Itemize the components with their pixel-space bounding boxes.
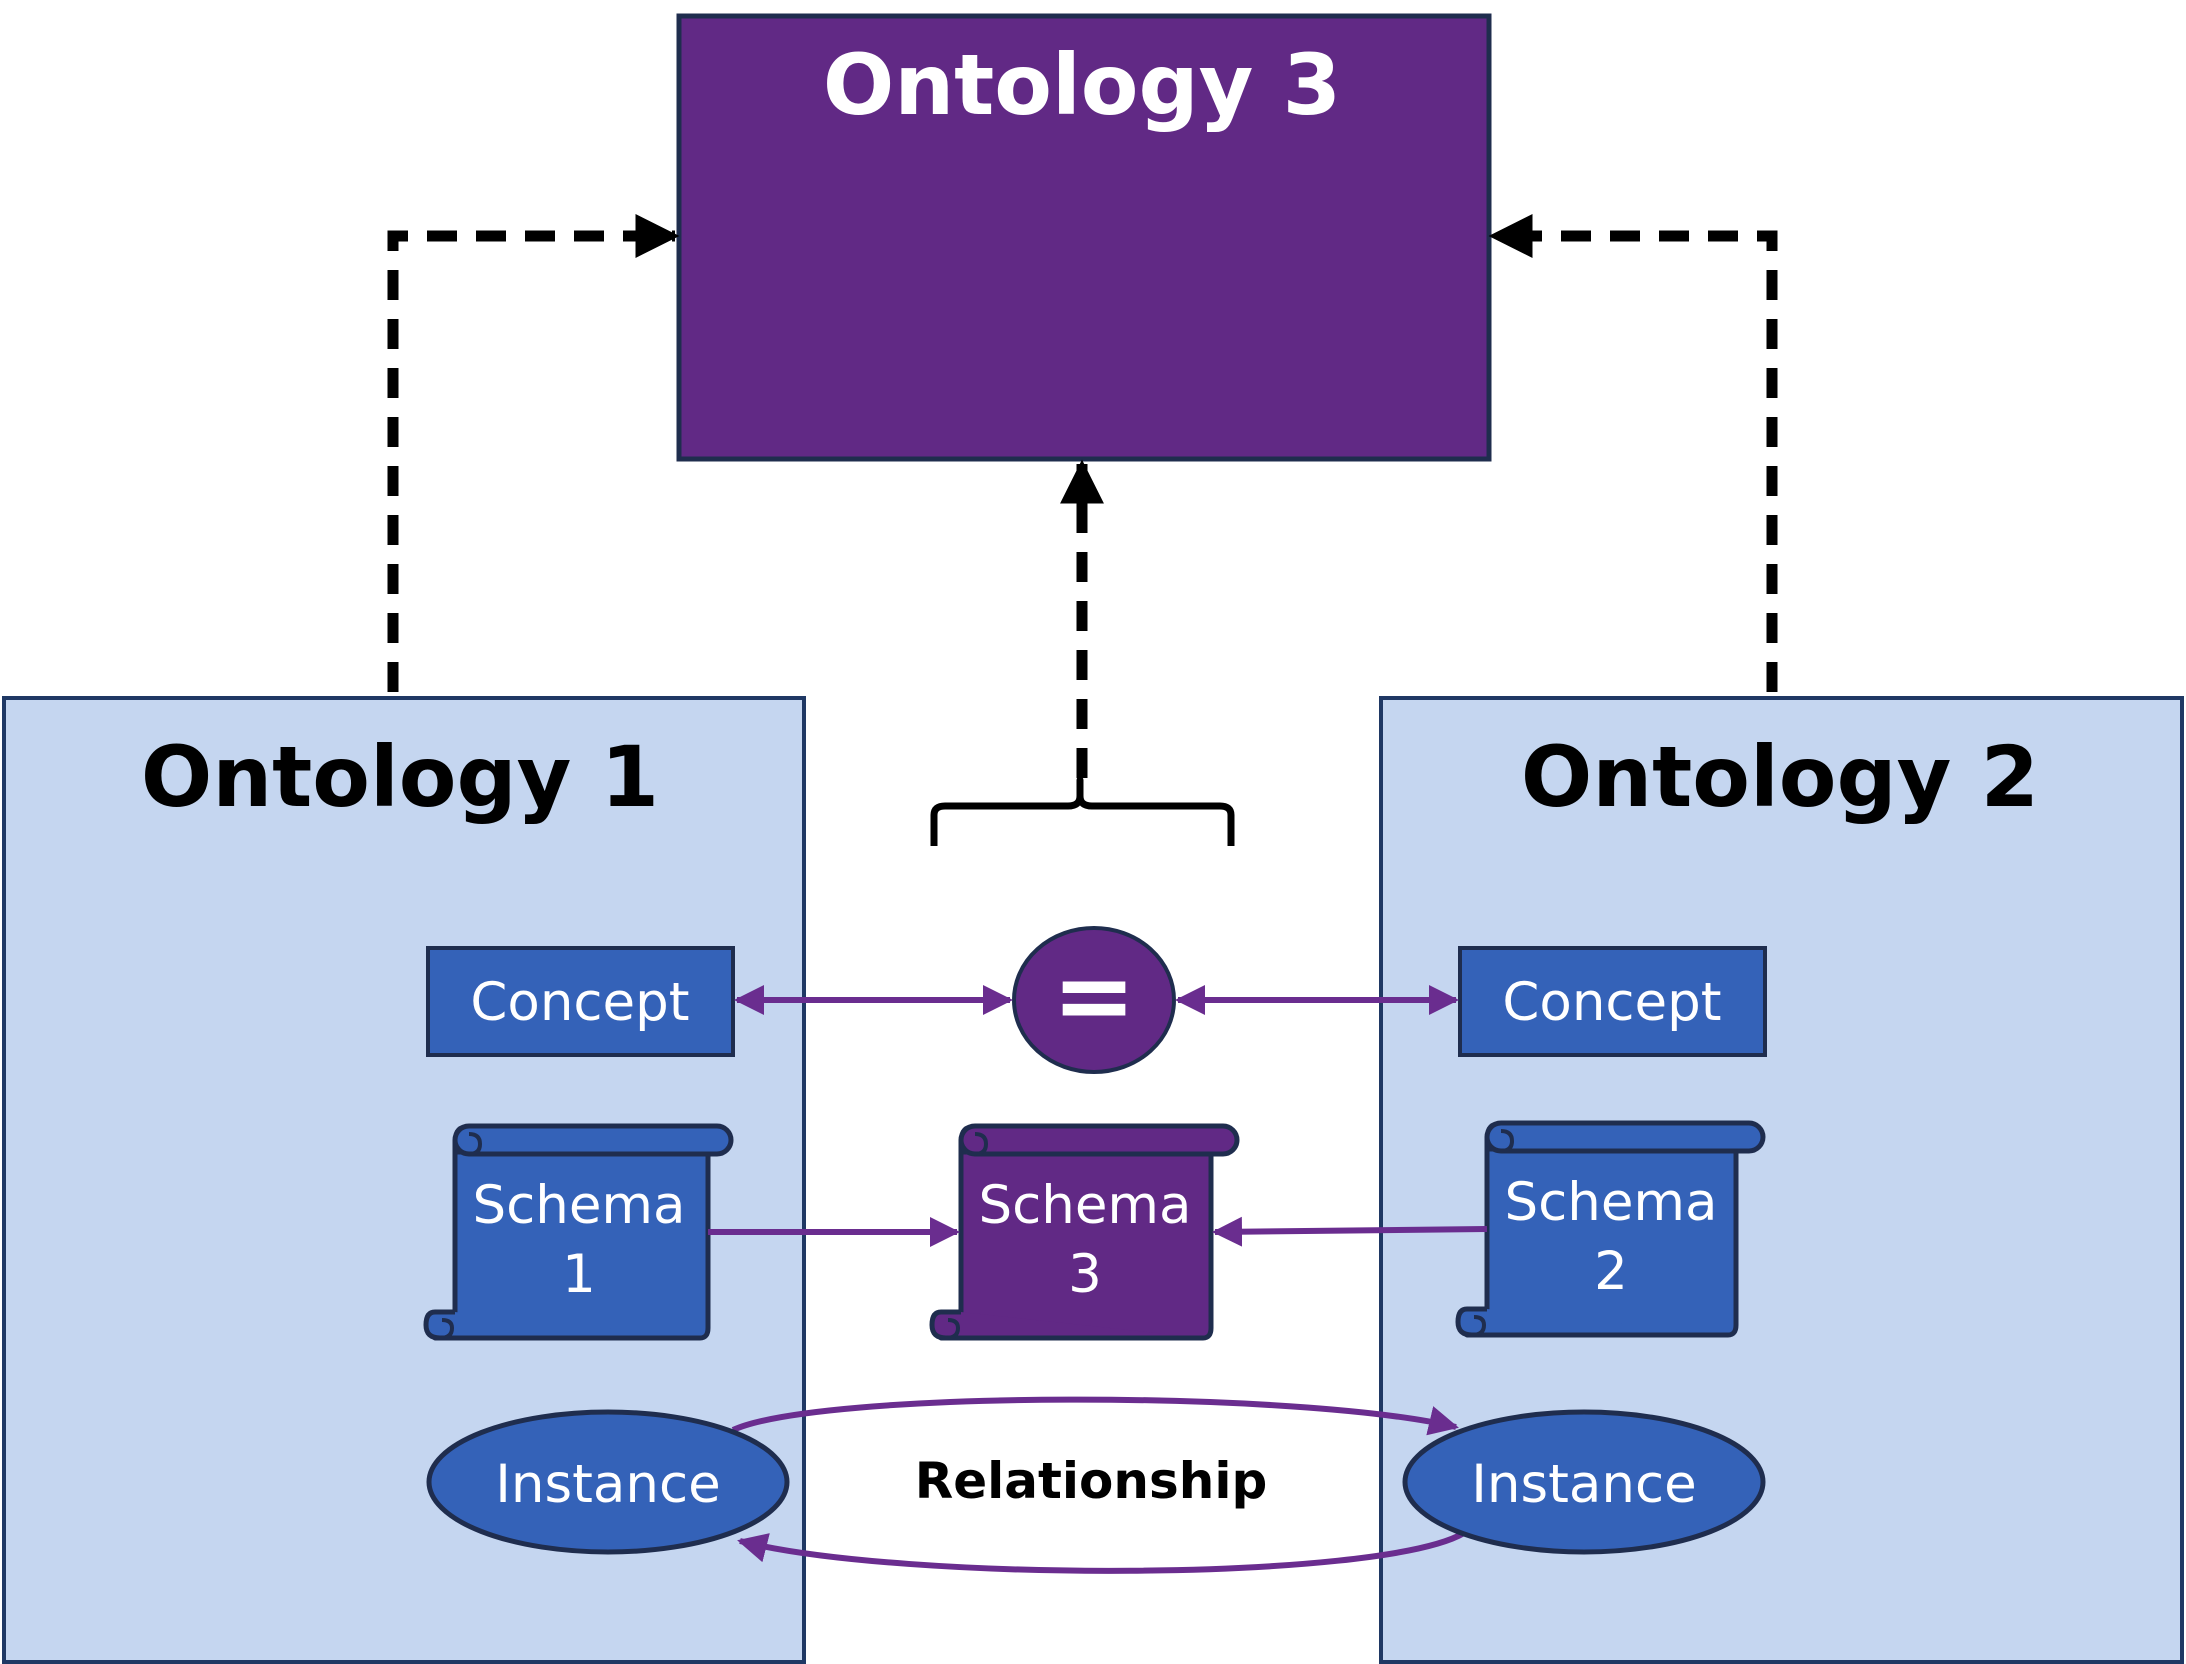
- dashed-arrow-right: [1488, 214, 1778, 692]
- equals-symbol: =: [1052, 937, 1136, 1054]
- dashed-arrow-left: [387, 214, 680, 692]
- ontology-3-box: [676, 13, 1492, 462]
- equals-circle: [1012, 926, 1176, 1074]
- schema-3-label-line1: Schema: [978, 1175, 1191, 1236]
- relationship-arrow-top: [731, 1396, 1459, 1436]
- concept-label-1: Concept: [470, 972, 689, 1033]
- ontology-1-title: Ontology 1: [141, 728, 659, 826]
- schema-2-label-line2: 2: [1594, 1241, 1628, 1302]
- relationship-arrow-bottom: [737, 1530, 1466, 1574]
- ontology-2-title: Ontology 2: [1521, 728, 2039, 826]
- schema-2-scroll: [1455, 1120, 1766, 1338]
- concept-label-2: Concept: [1502, 972, 1721, 1033]
- schema-3-scroll: [929, 1123, 1240, 1341]
- schema-1-label-line2: 1: [562, 1244, 596, 1305]
- relationship-label: Relationship: [915, 1452, 1268, 1510]
- ontology-3-title: Ontology 3: [823, 36, 1341, 134]
- schema-2-label-line1: Schema: [1504, 1172, 1717, 1233]
- concept-box-2: [1458, 946, 1767, 1057]
- schema-1-scroll: [423, 1123, 734, 1341]
- instance-label-2: Instance: [1471, 1454, 1696, 1515]
- curly-brace: [930, 776, 1235, 846]
- instance-ellipse-2: [1402, 1409, 1766, 1555]
- schema-1-label-line1: Schema: [472, 1175, 685, 1236]
- concept-box-1: [426, 946, 735, 1057]
- schema-2-to-schema-3-arrow: [1212, 1216, 1488, 1247]
- instance-label-1: Instance: [495, 1454, 720, 1515]
- instance-ellipse-1: [426, 1409, 790, 1555]
- schema-3-label-line2: 3: [1068, 1244, 1102, 1305]
